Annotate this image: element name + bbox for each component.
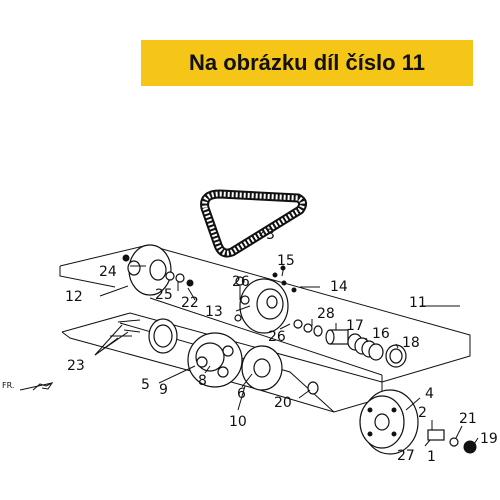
callout-13: 13 — [205, 304, 223, 320]
callout-1: 1 — [427, 449, 436, 465]
clutch-assembly — [110, 318, 283, 391]
front-pulley — [122, 244, 194, 296]
callout-16: 16 — [372, 326, 390, 342]
callout-12: 12 — [65, 289, 83, 305]
callout-15: 15 — [277, 253, 295, 269]
shaft-components — [293, 319, 407, 368]
callout-27: 27 — [397, 448, 415, 464]
banner-text: Na obrázku díl číslo 11 — [189, 50, 425, 75]
callout-14: 14 — [330, 279, 348, 295]
callout-2: 2 — [418, 405, 427, 421]
front-direction-arrow-icon — [19, 381, 54, 391]
callout-labels: 3 15 24 26 14 12 25 22 11 13 28 17 26 16… — [65, 227, 498, 465]
callout-4: 4 — [425, 386, 434, 402]
callout-26-upper: 26 — [232, 274, 250, 290]
callout-18: 18 — [402, 335, 420, 351]
callout-20: 20 — [274, 395, 292, 411]
callout-17: 17 — [346, 318, 364, 334]
clutch-bell — [307, 381, 477, 455]
callout-11: 11 — [409, 295, 427, 311]
callout-23: 23 — [67, 358, 85, 374]
callout-22: 22 — [181, 295, 199, 311]
leader-lines — [94, 229, 479, 447]
movable-drive-face — [234, 265, 297, 334]
part-number-banner: Na obrázku díl číslo 11 — [141, 40, 473, 86]
callout-3: 3 — [266, 227, 275, 243]
callout-19: 19 — [480, 431, 498, 447]
callout-6: 6 — [237, 386, 246, 402]
callout-8: 8 — [198, 373, 207, 389]
callout-25: 25 — [155, 287, 173, 303]
drive-belt — [200, 189, 308, 258]
callout-9: 9 — [159, 382, 168, 398]
callout-5: 5 — [141, 377, 150, 393]
callout-21: 21 — [459, 411, 477, 427]
callout-24: 24 — [99, 264, 117, 280]
callout-26-lower: 26 — [268, 329, 286, 345]
front-direction-label: FR. — [2, 381, 14, 390]
callout-28: 28 — [317, 306, 335, 322]
callout-10: 10 — [229, 414, 247, 430]
